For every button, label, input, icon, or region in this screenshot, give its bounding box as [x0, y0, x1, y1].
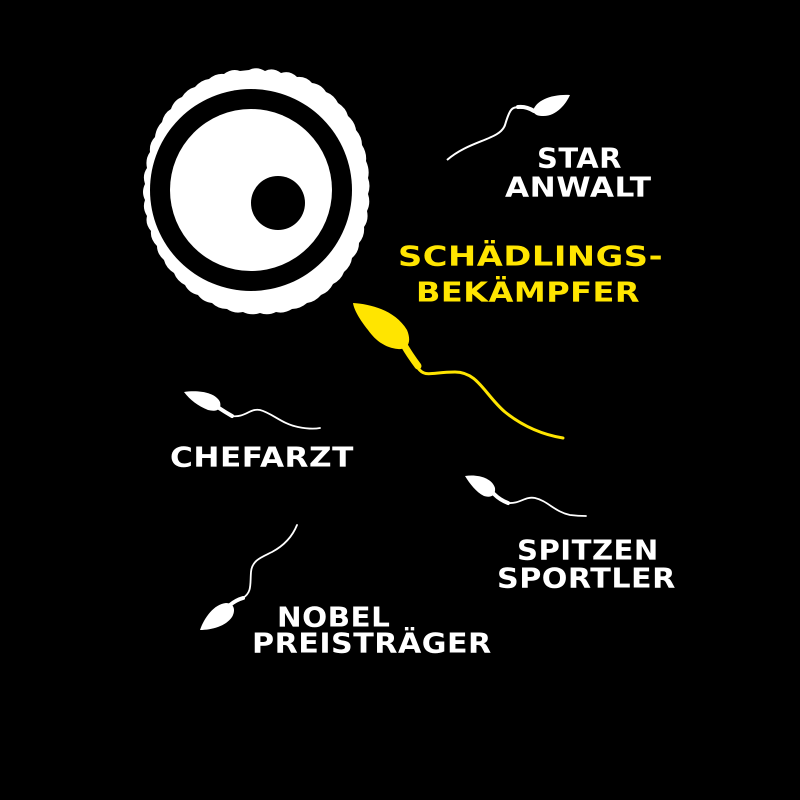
sperm-icon — [465, 475, 587, 517]
label-anwalt: ANWALT — [505, 171, 652, 204]
label-spitzen: SPITZEN — [517, 534, 659, 567]
label-schaedlings: SCHÄDLINGS- — [398, 240, 664, 273]
label-preistraeger: PREISTRÄGER — [252, 627, 492, 660]
sperm-icon — [353, 303, 565, 440]
label-chefarzt: CHEFARZT — [170, 441, 354, 474]
label-star: STAR — [537, 142, 622, 175]
sperm-icon — [446, 94, 570, 161]
sperm-icon — [184, 391, 321, 430]
label-bekaempfer: BEKÄMPFER — [416, 276, 641, 309]
label-sportler: SPORTLER — [497, 562, 676, 595]
sperm-icon — [200, 524, 298, 630]
label-nobel: NOBEL — [277, 601, 391, 634]
egg-cell-icon — [143, 68, 370, 315]
